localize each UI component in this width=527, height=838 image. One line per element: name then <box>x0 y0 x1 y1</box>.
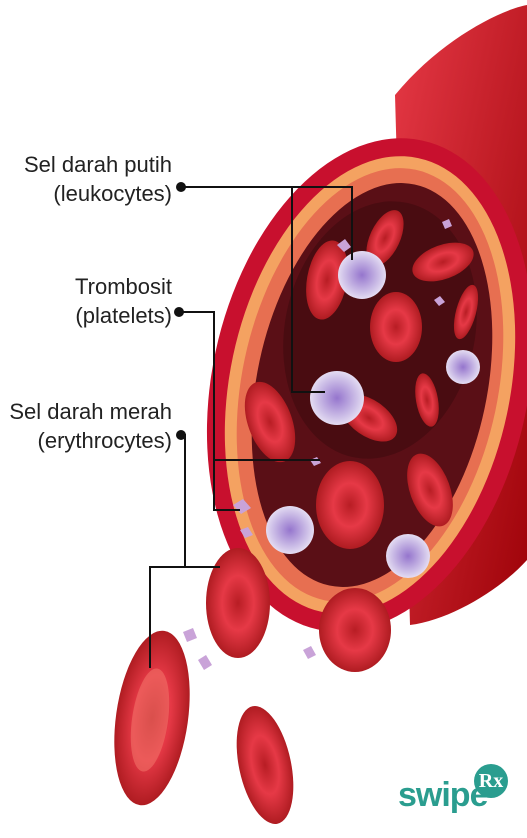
white-blood-cell <box>386 534 430 578</box>
label-rbc-name: Sel darah merah <box>9 397 172 426</box>
red-blood-cell <box>206 548 270 658</box>
label-wbc-latin: (leukocytes) <box>24 179 172 208</box>
label-wbc-name: Sel darah putih <box>24 150 172 179</box>
label-white-blood-cells: Sel darah putih (leukocytes) <box>24 150 172 208</box>
white-blood-cell <box>310 371 364 425</box>
white-blood-cell <box>266 506 314 554</box>
red-blood-cell <box>227 701 303 829</box>
brand-rx-badge-icon: Rx <box>474 764 508 798</box>
platelet <box>198 655 212 670</box>
platelet <box>303 646 316 659</box>
platelet <box>183 628 197 642</box>
label-platelets-name: Trombosit <box>75 272 172 301</box>
red-blood-cell <box>370 292 422 362</box>
label-rbc-latin: (erythrocytes) <box>9 426 172 455</box>
label-platelets: Trombosit (platelets) <box>75 272 172 330</box>
red-blood-cell <box>316 461 384 549</box>
label-red-blood-cells: Sel darah merah (erythrocytes) <box>9 397 172 455</box>
white-blood-cell <box>338 251 386 299</box>
white-blood-cell <box>446 350 480 384</box>
red-blood-cell <box>319 588 391 672</box>
label-platelets-latin: (platelets) <box>75 301 172 330</box>
